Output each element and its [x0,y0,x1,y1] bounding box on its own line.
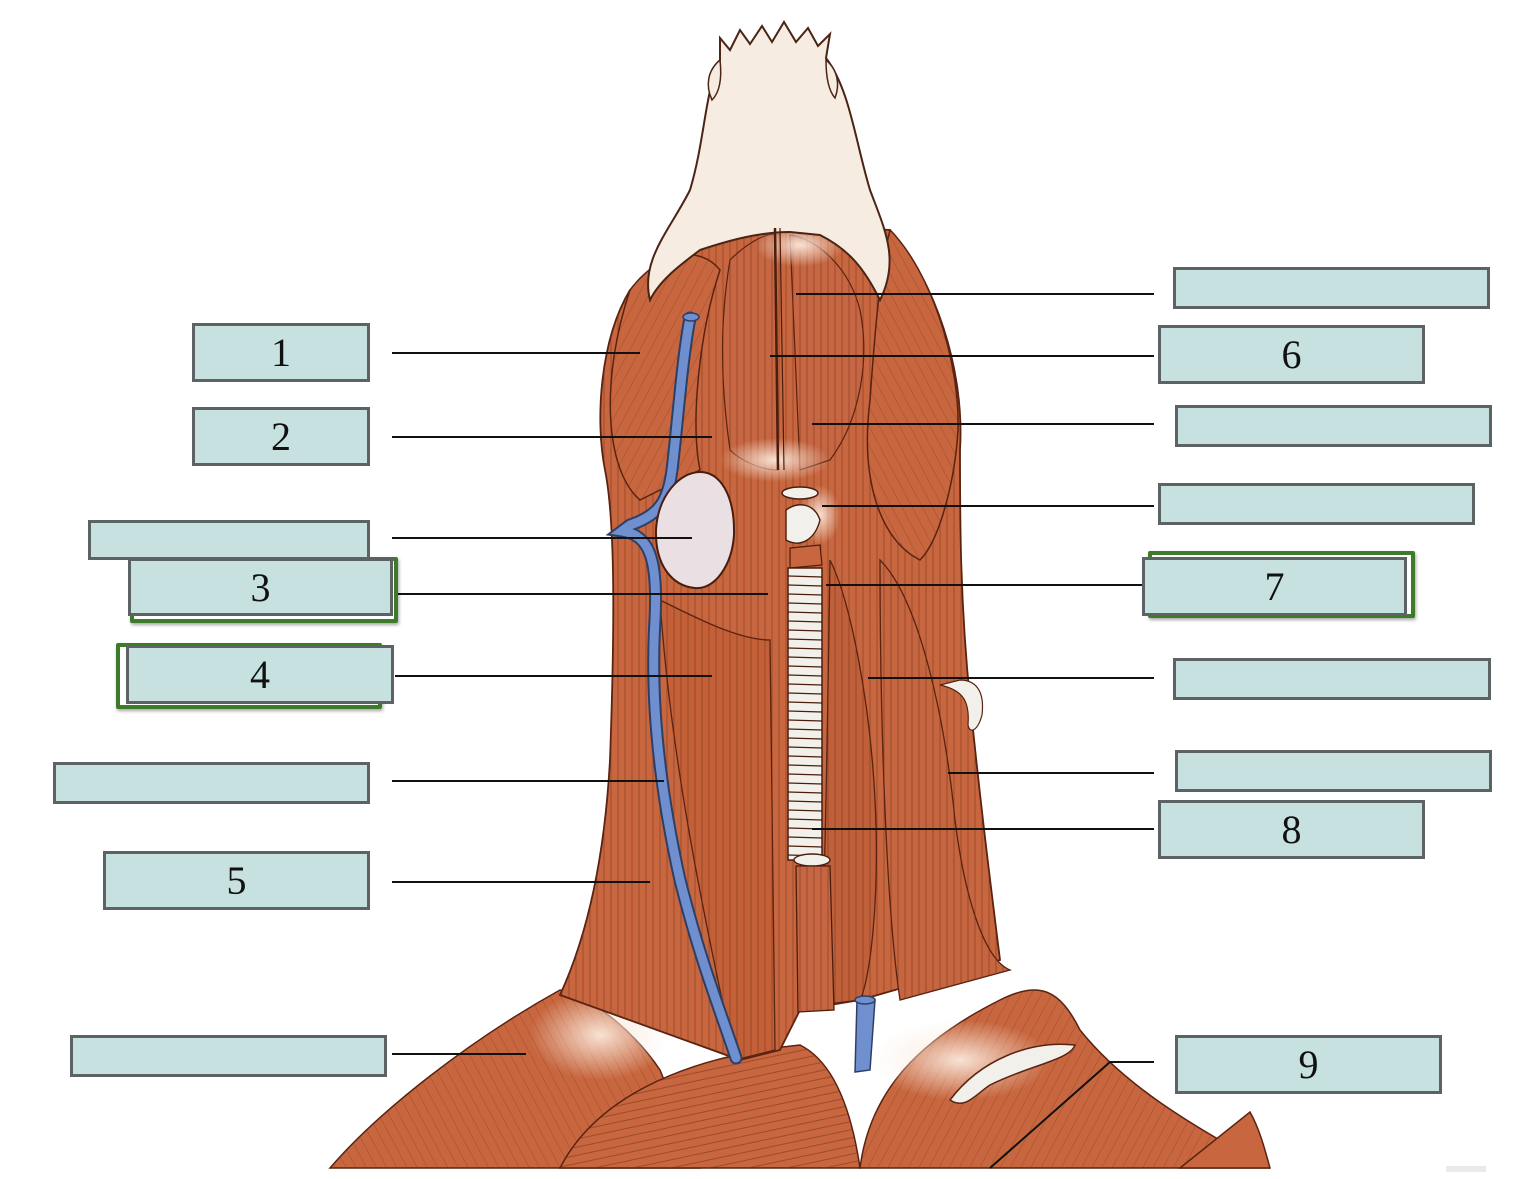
label-box-blank-right-3[interactable] [1158,483,1475,525]
tracheal-ring [787,845,823,848]
tracheal-ring [787,836,823,839]
label-text-5: 5 [226,858,247,903]
tracheal-ring [787,737,823,740]
tracheal-ring [787,665,823,668]
label-box-blank-right-1[interactable] [1173,267,1490,309]
label-text-1: 1 [271,330,291,375]
label-text-2: 2 [271,414,291,459]
label-box-3[interactable]: 3 [128,558,393,616]
tracheal-ring [787,764,823,767]
label-text-8: 8 [1281,807,1302,852]
label-box-blank-right-4[interactable] [1173,658,1491,700]
leader-lines [392,293,1154,1169]
tracheal-ring [787,755,823,758]
tracheal-ring [787,809,823,812]
tracheal-ring [787,584,823,587]
tracheal-ring [787,602,823,605]
median-raphe [773,227,785,471]
label-box-6[interactable]: 6 [1158,325,1425,384]
larynx-trachea [781,486,835,1013]
tracheal-ring [787,818,823,821]
label-text-4: 4 [250,652,270,697]
tracheal-ring [787,692,823,695]
tracheal-ring [787,719,823,722]
jugular-vein [605,311,876,1073]
tracheal-ring [787,638,823,641]
label-text-6: 6 [1281,332,1302,377]
label-box-7[interactable]: 7 [1142,557,1407,616]
label-box-4[interactable]: 4 [126,645,394,704]
tracheal-ring [787,773,823,776]
label-box-8[interactable]: 8 [1158,800,1425,859]
label-box-blank-right-2[interactable] [1175,405,1492,447]
tracheal-ring [787,647,823,650]
label-box-9[interactable]: 9 [1175,1035,1442,1094]
tracheal-ring [787,782,823,785]
label-box-blank-left-1[interactable] [88,520,370,560]
corner-mark [1446,1166,1486,1172]
shoulder-muscles [328,989,1271,1169]
tracheal-ring [787,674,823,677]
tracheal-ring [787,791,823,794]
label-box-blank-left-2[interactable] [53,762,370,804]
tracheal-ring [787,575,823,578]
label-box-blank-right-5[interactable] [1175,750,1492,792]
tracheal-ring [787,701,823,704]
label-text-3: 3 [250,564,271,610]
tracheal-ring [787,629,823,632]
neck-body [558,223,1013,1061]
mandibular-gland [654,470,736,590]
tracheal-ring [787,620,823,623]
tracheal-ring [787,728,823,731]
tracheal-ring [787,656,823,659]
label-box-blank-left-3[interactable] [70,1035,387,1077]
label-box-1[interactable]: 1 [192,323,370,382]
mandible [647,20,891,303]
label-box-5[interactable]: 5 [103,851,370,910]
tracheal-ring [787,800,823,803]
tracheal-ring [787,710,823,713]
tracheal-ring [787,746,823,749]
tracheal-ring [787,611,823,614]
label-text-7: 7 [1264,564,1285,609]
label-text-9: 9 [1298,1042,1319,1087]
tracheal-ring [787,683,823,686]
tracheal-ring [787,593,823,596]
label-box-2[interactable]: 2 [192,407,370,466]
